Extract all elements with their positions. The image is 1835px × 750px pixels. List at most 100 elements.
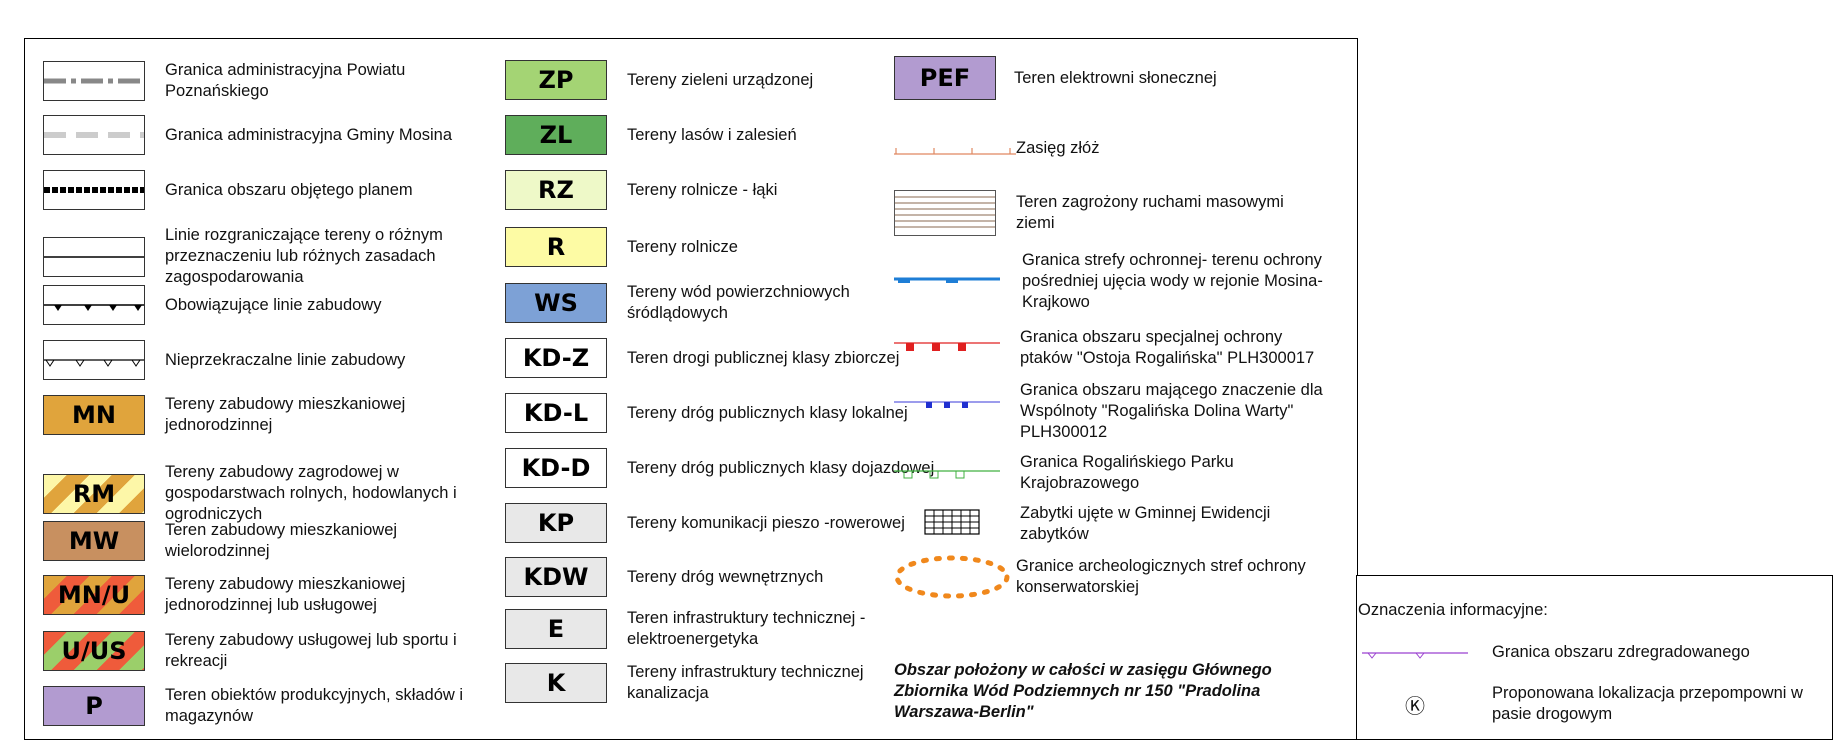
kdw-swatch: KDW (505, 557, 607, 597)
legend-label: Proponowana lokalizacja przepompowni w p… (1492, 684, 1803, 723)
pef-swatch: PEF (894, 56, 996, 100)
legend-item-E: E Teren infrastruktury technicznej - ele… (505, 608, 937, 650)
legend-label: Nieprzekraczalne linie zabudowy (165, 350, 406, 369)
legend-label: Tereny rolnicze - łąki (627, 180, 778, 199)
legend-label: Granica Rogalińskiego Parku Krajobrazowe… (1020, 453, 1234, 492)
legend-item-ZL: ZL Tereny lasów i zalesień (505, 115, 797, 155)
info-frame (1356, 575, 1833, 740)
powiat-boundary-symbol (43, 61, 145, 101)
rm-swatch: RM (43, 473, 145, 514)
zp-swatch: ZP (505, 60, 607, 100)
legend-item-archaeology: Granice archeologicznych stref ochrony k… (894, 552, 1326, 602)
legend-item-RZ: RZ Tereny rolnicze - łąki (505, 170, 777, 210)
zl-swatch: ZL (505, 115, 607, 155)
legend-label: Teren elektrowni słonecznej (1014, 68, 1217, 87)
legend-label: Granica obszaru objętego planem (165, 180, 413, 199)
legend-item-KD-L: KD-L Tereny dróg publicznych klasy lokal… (505, 393, 908, 433)
legend-item-RM: RM Tereny zabudowy zagrodowej w gospodar… (43, 462, 475, 525)
park-symbol (894, 470, 1000, 479)
legend-label: Linie rozgraniczające tereny o różnym pr… (165, 226, 443, 286)
legend-label: Obowiązujące linie zabudowy (165, 295, 382, 314)
legend-item-monuments: Zabytki ujęte w Gminnej Ewidencji zabytk… (894, 503, 1330, 545)
mn-swatch: MN (43, 395, 145, 435)
non-exceed-building-line-symbol (43, 340, 145, 380)
legend-item-non-exceed-building: Nieprzekraczalne linie zabudowy (43, 340, 405, 380)
legend-item-U-US: U/US Tereny zabudowy usługowej lub sport… (43, 630, 475, 672)
legend-item-P: P Teren obiektów produkcyjnych, składów … (43, 685, 475, 727)
legend-label: Granica strefy ochronnej- terenu ochrony… (1022, 251, 1323, 311)
plan-boundary-symbol (43, 170, 145, 210)
legend-label: Tereny wód powierzchniowych śródlądowych (627, 283, 850, 322)
legend-item-mandatory-building: Obowiązujące linie zabudowy (43, 285, 381, 325)
legend-label: Granice archeologicznych stref ochrony k… (1016, 557, 1306, 596)
mass-movement-symbol (894, 190, 996, 236)
legend-label: Tereny zieleni urządzonej (627, 70, 814, 89)
r-swatch: R (505, 227, 607, 267)
legend-label: Granica administracyjna Powiatu Poznańsk… (165, 61, 406, 100)
legend-label: Teren zabudowy mieszkaniowej wielorodzin… (165, 521, 398, 560)
legend-label: Tereny infrastruktury technicznej kanali… (627, 663, 864, 702)
legend-label: Zabytki ujęte w Gminnej Ewidencji zabytk… (1020, 504, 1271, 543)
info-item-degraded: Granica obszaru zdregradowanego (1362, 642, 1750, 663)
rz-swatch: RZ (505, 170, 607, 210)
gzwp-note: Obszar położony w całości w zasięgu Głów… (894, 661, 1272, 721)
mandatory-building-line-symbol (43, 285, 145, 325)
kdz-swatch: KD-Z (505, 338, 607, 378)
legend-item-mass-movement: Teren zagrożony ruchami masowymi ziemi (894, 190, 1326, 236)
legend-label: Teren infrastruktury technicznej - elekt… (627, 609, 866, 648)
legend-label: Tereny komunikacji pieszo -rowerowej (627, 513, 905, 532)
monuments-grid-icon (924, 509, 980, 535)
legend-label: Granica obszaru mającego znaczenie dla W… (1020, 381, 1323, 441)
legend-label: Granica obszaru zdregradowanego (1492, 643, 1750, 661)
p-swatch: P (43, 686, 145, 726)
legend-label: Tereny rolnicze (627, 237, 738, 256)
legend-label: Granica administracyjna Gminy Mosina (165, 125, 453, 144)
legend-item-KDW: KDW Tereny dróg wewnętrznych (505, 557, 823, 597)
legend-item-KD-D: KD-D Tereny dróg publicznych klasy dojaz… (505, 448, 934, 488)
deposit-symbol (894, 148, 1016, 155)
uus-swatch: U/US (43, 631, 145, 671)
legend-item-R: R Tereny rolnicze (505, 227, 738, 267)
legend-label: Teren obiektów produkcyjnych, składów i … (165, 686, 464, 725)
legend-label: Tereny zabudowy mieszkaniowej jednorodzi… (165, 395, 406, 434)
legend-label: Zasięg złóż (1016, 138, 1100, 157)
legend-item-KD-Z: KD-Z Teren drogi publicznej klasy zbiorc… (505, 338, 899, 378)
legend-item-water-protection: Granica strefy ochronnej- terenu ochrony… (894, 250, 1332, 313)
legend-item-park: Granica Rogalińskiego Parku Krajobrazowe… (894, 452, 1330, 494)
legend-label: Tereny zabudowy usługowej lub sportu i r… (165, 631, 457, 670)
legend-item-MN-U: MN/U Tereny zabudowy mieszkaniowej jedno… (43, 574, 475, 616)
legend-label: Tereny dróg wewnętrznych (627, 567, 824, 586)
kdl-swatch: KD-L (505, 393, 607, 433)
e-swatch: E (505, 609, 607, 649)
k-swatch: K (505, 663, 607, 703)
degraded-area-symbol (1362, 651, 1468, 659)
info-title: Oznaczenia informacyjne: (1358, 601, 1548, 619)
mw-swatch: MW (43, 521, 145, 561)
info-item-pump: Ⓚ Proponowana lokalizacja przepompowni w… (1362, 683, 1822, 725)
mnu-swatch: MN/U (43, 575, 145, 615)
legend-label: Teren zagrożony ruchami masowymi ziemi (1016, 193, 1284, 232)
legend-item-WS: WS Tereny wód powierzchniowych śródlądow… (505, 282, 937, 324)
legend-label: Tereny lasów i zalesień (627, 125, 797, 144)
pump-station-icon: Ⓚ (1405, 693, 1425, 718)
legend-label: Tereny dróg publicznych klasy dojazdowej (627, 458, 935, 477)
legend-item-birds: Granica obszaru specjalnej ochrony ptakó… (894, 325, 1330, 370)
water-protection-symbol (894, 277, 1000, 283)
legend-item-community: Granica obszaru mającego znaczenie dla W… (894, 380, 1330, 443)
kp-swatch: KP (505, 503, 607, 543)
legend-item-K: K Tereny infrastruktury technicznej kana… (505, 662, 937, 704)
ws-swatch: WS (505, 283, 607, 323)
legend-item-deposit: Zasięg złóż (894, 128, 1099, 168)
archaeology-symbol (894, 555, 1010, 599)
legend-item-admin-gmina: Granica administracyjna Gminy Mosina (43, 115, 452, 155)
legend-item-PEF: PEF Teren elektrowni słonecznej (894, 56, 1217, 100)
dividing-line-symbol (43, 236, 145, 277)
legend-label: Tereny dróg publicznych klasy lokalnej (627, 403, 908, 422)
legend-item-ZP: ZP Tereny zieleni urządzonej (505, 60, 813, 100)
birds-symbol (894, 342, 1000, 351)
legend-item-MN: MN Tereny zabudowy mieszkaniowej jednoro… (43, 394, 475, 436)
legend-label: Tereny zabudowy mieszkaniowej jednorodzi… (165, 575, 406, 614)
community-symbol (894, 400, 1000, 408)
legend-label: Teren drogi publicznej klasy zbiorczej (627, 348, 900, 367)
kdd-swatch: KD-D (505, 448, 607, 488)
